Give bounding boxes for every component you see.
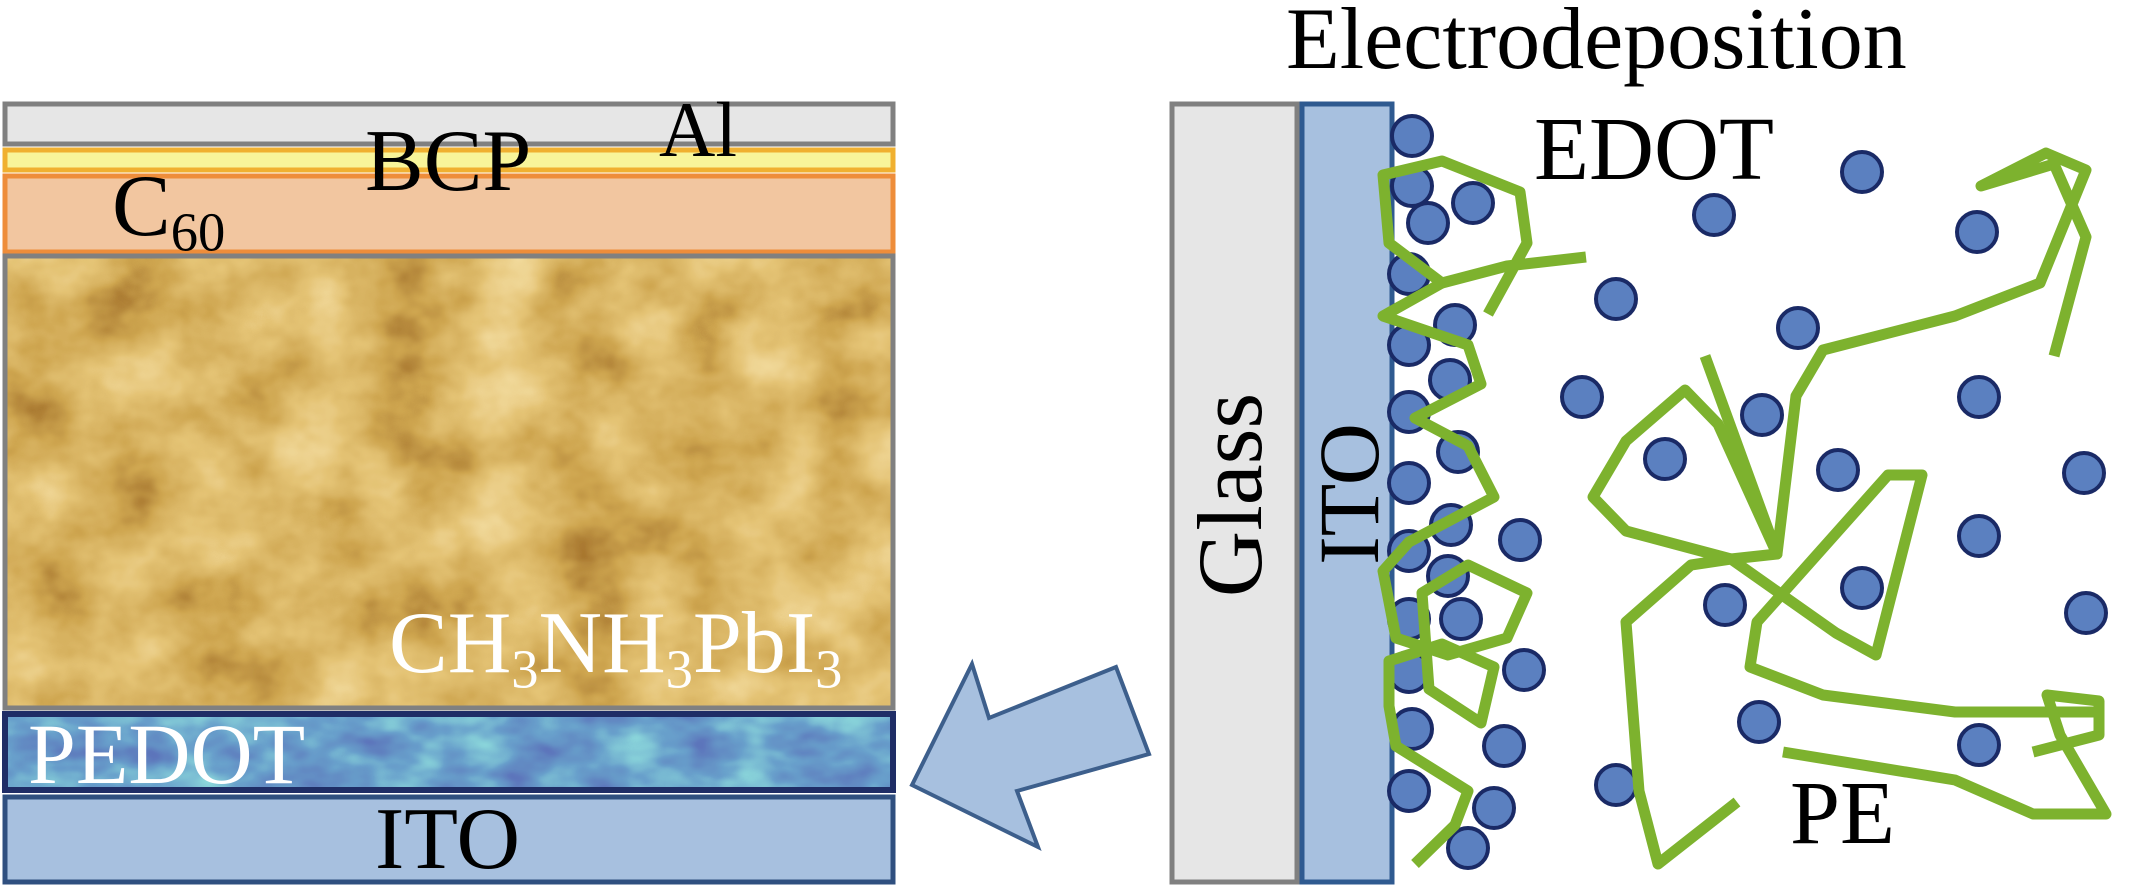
label-ito-electrode: ITO bbox=[1301, 423, 1397, 565]
polymer-chain bbox=[1377, 278, 1533, 868]
polymer-chain bbox=[1782, 689, 2112, 820]
edot-monomer-dot bbox=[1451, 181, 1495, 225]
edot-monomer-dot bbox=[1957, 514, 2001, 558]
edot-monomer-dot bbox=[1502, 648, 1546, 692]
polyelectrolyte-chains bbox=[1377, 147, 2112, 870]
edot-monomer-dot bbox=[1594, 277, 1638, 321]
edot-monomer-dot bbox=[1439, 597, 1483, 641]
edot-monomer-dot bbox=[1740, 393, 1784, 437]
edot-monomer-dot bbox=[1703, 583, 1747, 627]
edot-monomer-dot bbox=[1776, 306, 1820, 350]
edot-monomer-dot bbox=[1957, 375, 2001, 419]
edot-monomer-dot bbox=[1957, 723, 2001, 767]
edot-monomer-dot bbox=[1482, 724, 1526, 768]
edot-monomer-dot bbox=[1472, 786, 1516, 830]
label-c60: C60 bbox=[112, 163, 225, 260]
label-c60-main: C bbox=[112, 158, 171, 255]
edot-monomer-dot bbox=[1643, 437, 1687, 481]
edot-monomer-dot bbox=[1560, 375, 1604, 419]
edot-monomer-dot bbox=[2062, 451, 2106, 495]
edot-monomer-dot bbox=[1387, 461, 1431, 505]
pedot-frame bbox=[2, 711, 896, 793]
polymer-chain bbox=[1587, 384, 2099, 870]
edot-monomer-dot bbox=[1387, 769, 1431, 813]
polymer-chain bbox=[1699, 147, 2092, 560]
edot-monomer-dot bbox=[1840, 566, 1884, 610]
pedot-afm-image bbox=[5, 714, 893, 790]
edot-monomer-dot bbox=[1692, 193, 1736, 237]
edot-monomer-dot bbox=[1498, 518, 1542, 562]
label-bcp: BCP bbox=[365, 113, 532, 210]
edot-monomer-dot bbox=[1840, 150, 1884, 194]
label-pedot: PEDOT bbox=[28, 706, 306, 802]
edot-monomer-dot bbox=[2064, 591, 2108, 635]
label-al: Al bbox=[659, 86, 737, 173]
al-layer bbox=[2, 101, 896, 147]
perovskite-afm-image bbox=[5, 256, 893, 708]
edot-monomers bbox=[1387, 114, 2108, 870]
bcp-layer bbox=[2, 147, 896, 173]
formula-part: NH bbox=[538, 595, 666, 692]
edot-monomer-dot bbox=[1446, 826, 1490, 870]
glass-substrate bbox=[1169, 101, 1300, 885]
label-perovskite: CH3NH3PbI3 bbox=[389, 600, 842, 697]
c60-layer bbox=[2, 173, 896, 255]
perovskite-frame bbox=[2, 253, 896, 711]
label-ito-stack: ITO bbox=[375, 791, 521, 888]
formula-subscript: 3 bbox=[815, 638, 843, 700]
edot-monomer-dot bbox=[1390, 114, 1434, 158]
polymer-chain bbox=[1377, 155, 1587, 317]
arrow-left-icon bbox=[909, 658, 1152, 852]
formula-subscript: 3 bbox=[511, 638, 539, 700]
edot-monomer-dot bbox=[1406, 201, 1450, 245]
edot-monomer-dot bbox=[1737, 700, 1781, 744]
edot-monomer-dot bbox=[1816, 448, 1860, 492]
label-glass: Glass bbox=[1179, 392, 1281, 598]
edot-monomer-dot bbox=[1594, 763, 1638, 807]
label-pe: PE bbox=[1790, 764, 1896, 863]
edot-monomer-dot bbox=[1955, 210, 1999, 254]
formula-subscript: 3 bbox=[665, 638, 693, 700]
label-edot: EDOT bbox=[1534, 100, 1774, 199]
ito-layer-stack bbox=[2, 794, 896, 885]
formula-part: CH bbox=[389, 595, 512, 692]
title-electrodeposition: Electrodeposition bbox=[1286, 0, 1907, 88]
formula-part: PbI bbox=[692, 595, 816, 692]
label-c60-subscript: 60 bbox=[170, 201, 226, 263]
